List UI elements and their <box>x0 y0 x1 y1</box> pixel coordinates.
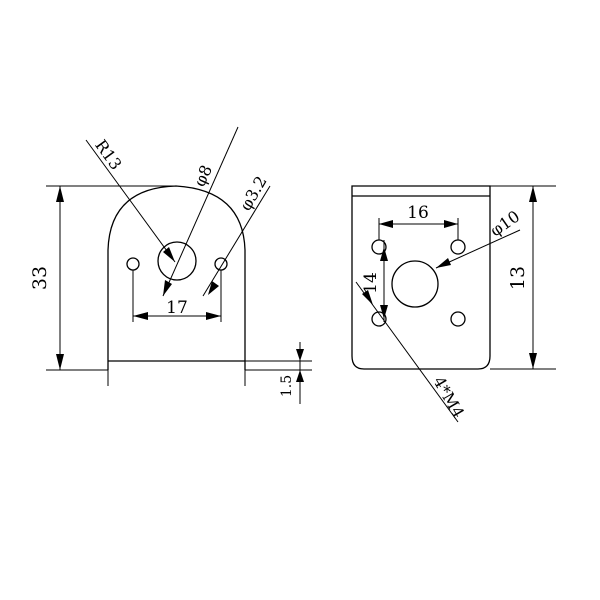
screw-leader <box>355 281 459 423</box>
radius-leader <box>85 139 176 263</box>
left-side-hole-left <box>126 257 140 271</box>
right-view: 16 φ10 14 4*M4 13 <box>351 185 556 423</box>
arrow-head <box>296 349 304 361</box>
arrow-head <box>163 247 175 262</box>
arrow-head <box>133 312 148 320</box>
right-vertical-spacing-label: 14 <box>361 272 381 294</box>
right-screw-label: 4*M4 <box>429 373 468 421</box>
arrow-head <box>436 258 451 268</box>
side-hole-leader <box>202 185 271 297</box>
right-screw-hole <box>450 311 466 327</box>
right-plate-outline <box>351 185 491 370</box>
arrow-head <box>56 186 64 202</box>
arrow-head <box>296 370 304 382</box>
right-center-hole-leader <box>435 229 521 269</box>
left-center-hole <box>157 241 197 281</box>
arrow-head <box>529 186 537 202</box>
right-center-hole <box>391 260 439 308</box>
arrow-head <box>529 353 537 369</box>
left-spacing-label: 17 <box>166 298 188 318</box>
left-thickness-label: 1.5 <box>279 375 295 397</box>
right-center-hole-label: φ10 <box>486 207 523 241</box>
arrow-head <box>206 312 221 320</box>
left-plate-outline <box>107 185 246 370</box>
arrow-head <box>56 354 64 370</box>
arrow-head <box>208 281 219 295</box>
arrow-head <box>380 305 388 319</box>
right-height-label: 13 <box>507 266 529 290</box>
left-view: 33 17 R13 φ8 φ3.2 1.5 <box>29 126 312 404</box>
right-screw-hole <box>371 311 387 327</box>
arrow-head <box>163 280 172 296</box>
center-hole-leader <box>162 126 239 297</box>
right-screw-hole <box>450 239 466 255</box>
arrow-head <box>362 290 373 305</box>
right-top-spacing-label: 16 <box>407 203 429 223</box>
arrow-head <box>379 220 393 228</box>
arrow-head <box>380 247 388 261</box>
left-height-label: 33 <box>29 266 51 290</box>
arrow-head <box>444 220 458 228</box>
